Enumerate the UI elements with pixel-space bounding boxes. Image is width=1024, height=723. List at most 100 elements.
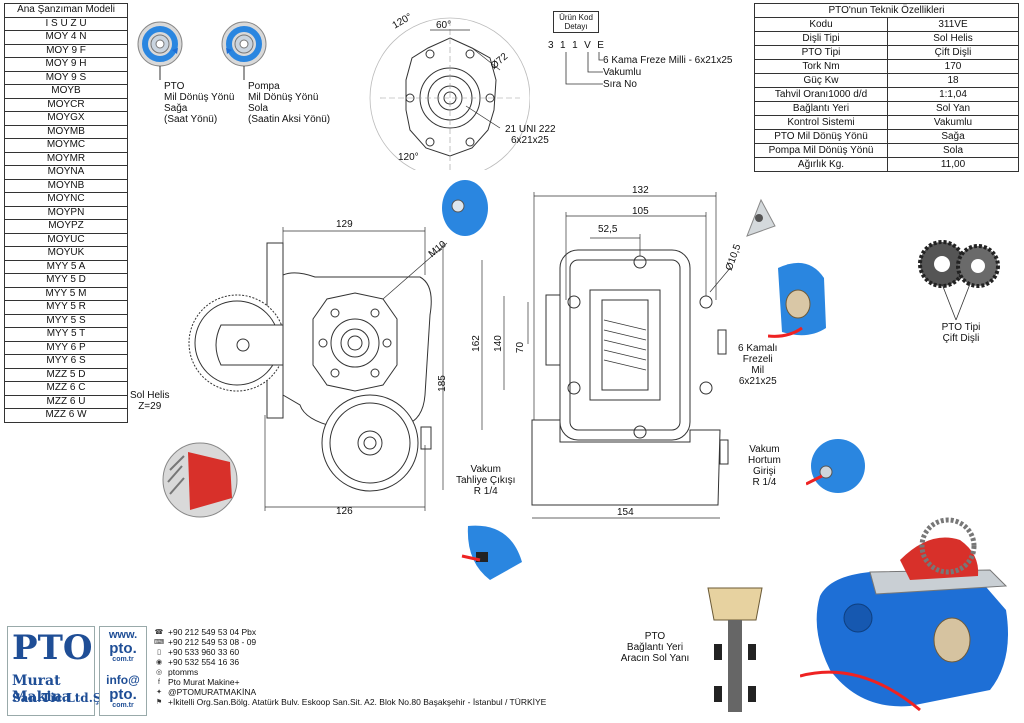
spline-shaft-detail-image xyxy=(768,262,826,338)
spec-value: 18 xyxy=(887,73,1019,88)
helical-gear-detail-image xyxy=(162,442,238,518)
model-row: I S U Z U xyxy=(4,16,128,31)
spec-key: Pompa Mil Dönüş Yönü xyxy=(754,143,888,158)
map-pin-icon: ⚑ xyxy=(155,699,163,706)
double-gear-icon xyxy=(918,240,1000,288)
spec-key: Dişli Tipi xyxy=(754,31,888,46)
model-row: MYY 5 D xyxy=(4,273,128,288)
web-line-3: com.tr xyxy=(112,656,134,663)
contact-row: ⚑ +İkitelli Org.San.Bölg. Atatürk Bulv. E… xyxy=(154,698,574,708)
specs-table-title: PTO'nun Teknik Özellikleri xyxy=(754,3,1019,18)
model-row: MYY 5 S xyxy=(4,313,128,328)
model-row: MYY 5 A xyxy=(4,259,128,274)
web-line-2: pto. xyxy=(109,640,137,657)
contact-text: +90 212 549 53 04 Pbx xyxy=(168,627,257,638)
spec-key: Kodu xyxy=(754,17,888,32)
bolt-hole-detail-image xyxy=(746,198,776,237)
model-row: MZZ 6 U xyxy=(4,394,128,409)
contact-row: ◎ptomms xyxy=(154,668,574,678)
spec-value: 170 xyxy=(887,59,1019,74)
contact-text: @PTOMURATMAKİNA xyxy=(168,687,257,698)
company-logo: PTO Murat Makina San.Tic.Ltd.Şti. xyxy=(7,626,116,716)
logo-company-type: San.Tic.Ltd.Şti. xyxy=(12,691,116,705)
web-line-1: www. xyxy=(108,629,138,641)
model-row: MOYPZ xyxy=(4,219,128,234)
contact-row: ☎ +90 212 549 53 04 Pbx xyxy=(154,628,574,638)
spec-key: PTO Mil Dönüş Yönü xyxy=(754,129,888,144)
contact-row: ▯+90 533 960 33 60 xyxy=(154,648,574,658)
contact-text: +İkitelli Org.San.Bölg. Atatürk Bulv. Es… xyxy=(168,697,547,708)
dim-185: 185 xyxy=(436,375,448,392)
fax-icon: ⌨ xyxy=(154,639,165,646)
pump-rotation-counterclockwise-icon xyxy=(221,21,267,67)
models-table-header: Ana Şanzıman Modeli xyxy=(4,3,128,18)
code-desc-vacuum: Vakumlu xyxy=(603,67,642,78)
mobile-icon: ▯ xyxy=(157,649,161,656)
product-code-leader-lines xyxy=(565,52,603,85)
pto-side-view-drawing xyxy=(188,227,448,511)
dim-132: 132 xyxy=(632,185,649,196)
spec-value: Çift Dişli xyxy=(887,45,1019,60)
model-row: MOYUK xyxy=(4,246,128,261)
model-row: MZZ 6 C xyxy=(4,381,128,396)
phone-icon: ☎ xyxy=(154,629,164,636)
twitter-icon: ✦ xyxy=(156,689,162,696)
dim-140: 140 xyxy=(492,335,504,352)
contact-text: +90 212 549 53 08 - 09 xyxy=(168,637,257,648)
dim-129: 129 xyxy=(336,219,353,230)
model-row: MOYB xyxy=(4,84,128,99)
vacuum-outlet-detail-image xyxy=(461,525,522,580)
spec-key: Tork Nm xyxy=(754,59,888,74)
vacuum-inlet-detail-image xyxy=(806,439,865,493)
flange-angle-bottom: 120° xyxy=(398,152,419,163)
model-row: MOYMC xyxy=(4,138,128,153)
model-row: MOY 9 F xyxy=(4,43,128,58)
truck-chassis-image xyxy=(707,587,763,712)
pto-type-leader-lines xyxy=(942,284,971,321)
facebook-icon: f xyxy=(158,679,160,686)
contact-row: ⌨+90 212 549 53 08 - 09 xyxy=(154,638,574,648)
model-row: MOY 9 S xyxy=(4,70,128,85)
spec-value: 1:1,04 xyxy=(887,87,1019,102)
model-row: MOYMR xyxy=(4,151,128,166)
model-row: MZZ 6 W xyxy=(4,408,128,423)
model-row: MOYUC xyxy=(4,232,128,247)
model-row: MYY 6 S xyxy=(4,354,128,369)
model-row: MOY 9 H xyxy=(4,57,128,72)
model-row: MOYPN xyxy=(4,205,128,220)
spec-value: Sol Helis xyxy=(887,31,1019,46)
model-row: MYY 6 P xyxy=(4,340,128,355)
spec-value: 11,00 xyxy=(887,157,1019,172)
model-row: MZZ 5 D xyxy=(4,367,128,382)
flange-angle-top: 60° xyxy=(436,20,452,31)
email-line-2: pto. xyxy=(109,686,137,703)
model-row: MOYNB xyxy=(4,178,128,193)
contact-row: ✦ @PTOMURATMAKİNA xyxy=(154,688,574,698)
logo-pto-text: PTO xyxy=(12,628,93,668)
email-line-3: com.tr xyxy=(112,702,134,709)
web-email-box: www. pto. com.tr info@ pto. com.tr xyxy=(99,626,147,716)
spec-value: Sola xyxy=(887,143,1019,158)
dim-154: 154 xyxy=(617,507,634,518)
email-line-1: info@ xyxy=(106,673,140,687)
whatsapp-icon: ◉ xyxy=(155,659,163,666)
flange-drawing xyxy=(369,17,530,170)
model-row: MOYNC xyxy=(4,192,128,207)
